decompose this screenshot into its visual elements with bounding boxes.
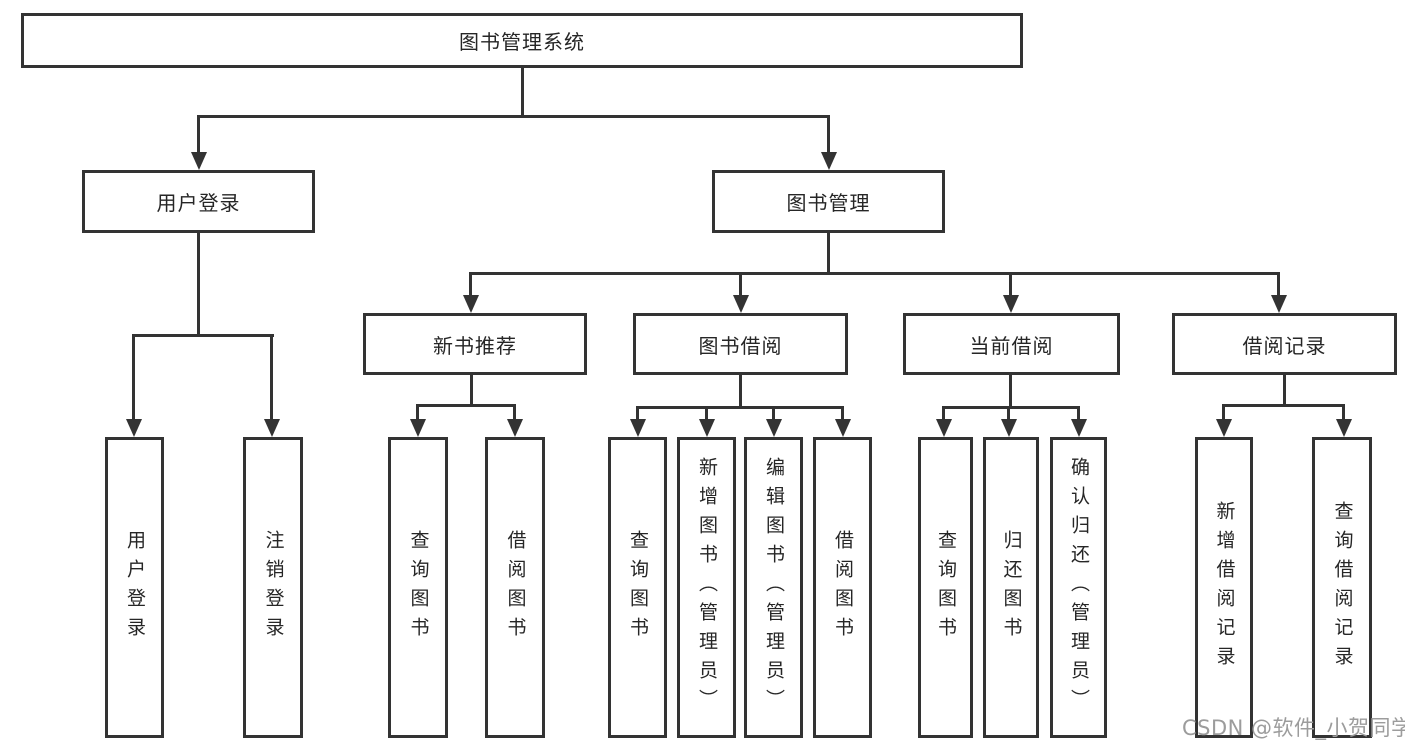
leaf-recommend-borrow-books: 借阅图书: [485, 437, 545, 738]
connector-line: [468, 272, 1280, 275]
connector-line: [738, 375, 742, 406]
node-new-book-recommend: 新书推荐: [363, 313, 587, 375]
arrowhead-icon: [1002, 295, 1019, 313]
node-book-borrow: 图书借阅: [633, 313, 848, 375]
node-borrow-records: 借阅记录: [1172, 313, 1397, 375]
connector-line: [415, 404, 516, 407]
arrowhead-icon: [263, 419, 280, 437]
connector-line: [131, 334, 274, 337]
arrowhead-icon: [1215, 419, 1232, 437]
leaf-edit-books-admin-label: 编辑图书（管理员）: [763, 457, 785, 718]
leaf-recommend-query-books: 查询图书: [388, 437, 448, 738]
node-user-login: 用户登录: [82, 170, 315, 233]
node-new-book-recommend-label: 新书推荐: [433, 333, 517, 358]
leaf-add-books-admin: 新增图书（管理员）: [677, 437, 736, 738]
connector-line: [469, 375, 473, 404]
leaf-logout: 注销登录: [243, 437, 303, 738]
leaf-return-books: 归还图书: [983, 437, 1039, 738]
leaf-add-books-admin-label: 新增图书（管理员）: [696, 457, 718, 718]
connector-line: [826, 118, 830, 152]
arrowhead-icon: [629, 419, 646, 437]
arrowhead-icon: [506, 419, 523, 437]
connector-line: [269, 337, 273, 419]
node-book-borrow-label: 图书借阅: [698, 333, 783, 358]
connector-line: [635, 406, 844, 409]
leaf-query-borrow-record-label: 查询借阅记录: [1331, 500, 1354, 675]
node-book-management-label: 图书管理: [786, 191, 871, 215]
leaf-return-books-label: 归还图书: [1000, 529, 1023, 646]
node-current-borrow: 当前借阅: [903, 313, 1120, 375]
connector-line: [704, 409, 708, 419]
arrowhead-icon: [834, 419, 851, 437]
connector-line: [941, 406, 1080, 409]
leaf-logout-label: 注销登录: [262, 529, 285, 646]
node-root-label: 图书管理系统: [459, 30, 585, 54]
leaf-add-borrow-record: 新增借阅记录: [1195, 437, 1253, 738]
arrowhead-icon: [698, 419, 715, 437]
csdn-watermark: CSDN @软件_小贺同学: [1182, 716, 1405, 740]
leaf-borrow-query-books: 查询图书: [608, 437, 667, 738]
leaf-borrow-borrow-books-label: 借阅图书: [832, 529, 854, 646]
leaf-user-login-label: 用户登录: [124, 529, 146, 646]
node-current-borrow-label: 当前借阅: [969, 333, 1054, 358]
connector-line: [738, 275, 742, 295]
arrowhead-icon: [732, 295, 749, 313]
arrowhead-icon: [1270, 295, 1287, 313]
leaf-recommend-borrow-books-label: 借阅图书: [504, 529, 527, 646]
arrowhead-icon: [1000, 419, 1017, 437]
connector-line: [520, 68, 524, 116]
connector-line: [196, 118, 200, 152]
connector-line: [512, 407, 516, 419]
connector-line: [1076, 409, 1080, 419]
leaf-current-query-books: 查询图书: [918, 437, 973, 738]
connector-line: [1341, 407, 1345, 419]
connector-line: [415, 407, 419, 419]
arrowhead-icon: [1070, 419, 1087, 437]
leaf-borrow-query-books-label: 查询图书: [627, 529, 649, 646]
arrowhead-icon: [820, 152, 837, 170]
arrowhead-icon: [462, 295, 479, 313]
node-book-management: 图书管理: [712, 170, 945, 233]
connector-line: [840, 409, 844, 419]
leaf-current-query-books-label: 查询图书: [935, 529, 957, 646]
leaf-confirm-return-admin-label: 确认归还（管理员）: [1068, 457, 1090, 718]
connector-line: [1221, 404, 1345, 407]
arrowhead-icon: [190, 152, 207, 170]
leaf-recommend-query-books-label: 查询图书: [407, 529, 430, 646]
leaf-confirm-return-admin: 确认归还（管理员）: [1050, 437, 1107, 738]
connector-line: [468, 275, 472, 295]
node-user-login-label: 用户登录: [156, 191, 241, 215]
connector-line: [771, 409, 775, 419]
arrowhead-icon: [125, 419, 142, 437]
connector-line: [1008, 275, 1012, 295]
leaf-query-borrow-record: 查询借阅记录: [1312, 437, 1372, 738]
connector-line: [131, 337, 135, 419]
connector-line: [196, 115, 830, 118]
connector-line: [1282, 375, 1286, 404]
arrowhead-icon: [935, 419, 952, 437]
arrowhead-icon: [765, 419, 782, 437]
connector-line: [635, 409, 639, 419]
node-borrow-records-label: 借阅记录: [1242, 333, 1327, 358]
connector-line: [1221, 407, 1225, 419]
leaf-edit-books-admin: 编辑图书（管理员）: [744, 437, 803, 738]
connector-line: [196, 233, 200, 334]
arrowhead-icon: [409, 419, 426, 437]
leaf-add-borrow-record-label: 新增借阅记录: [1213, 500, 1236, 675]
connector-line: [1276, 275, 1280, 295]
connector-line: [941, 409, 945, 419]
connector-line: [826, 233, 830, 272]
node-root: 图书管理系统: [21, 13, 1023, 68]
connector-line: [1008, 375, 1012, 406]
leaf-user-login: 用户登录: [105, 437, 164, 738]
arrowhead-icon: [1335, 419, 1352, 437]
leaf-borrow-borrow-books: 借阅图书: [813, 437, 872, 738]
connector-line: [1006, 409, 1010, 419]
